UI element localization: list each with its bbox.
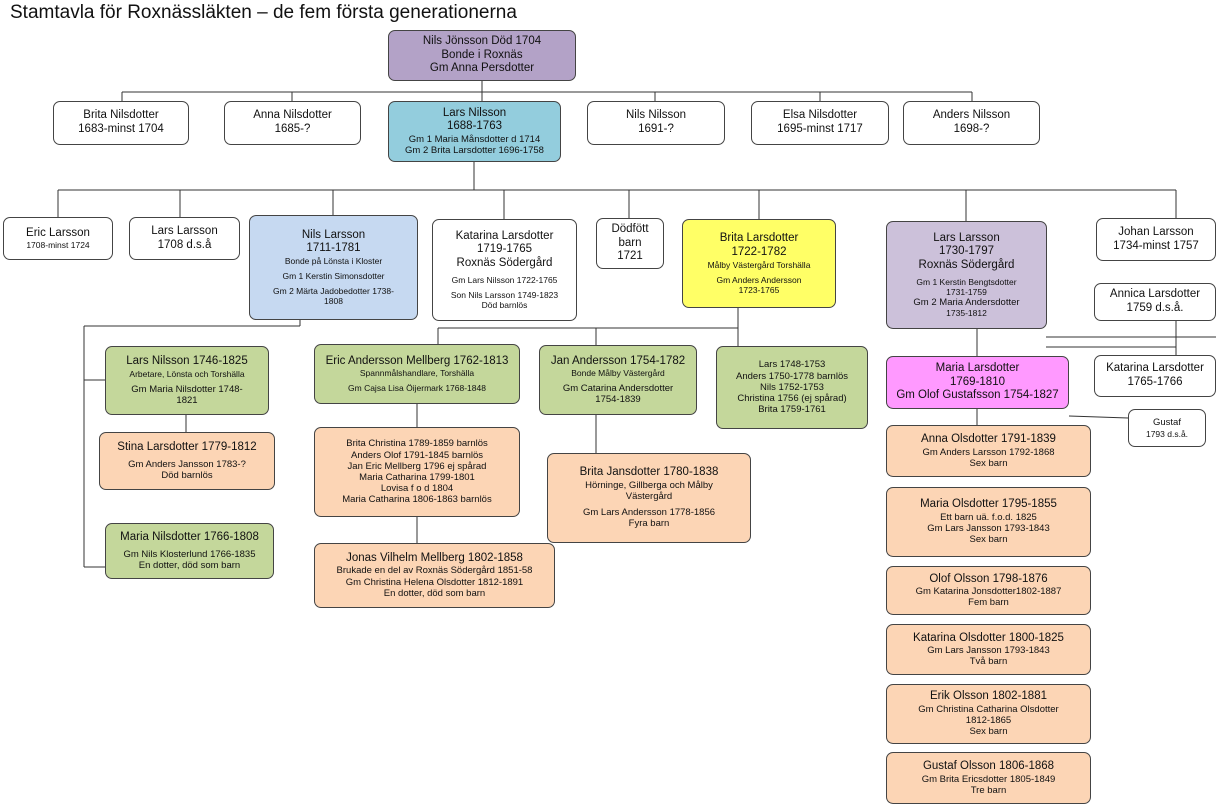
node-johan-larsson[interactable]: Johan Larsson 1734-minst 1757 [1096, 218, 1216, 261]
node-annica-larsdotter[interactable]: Annica Larsdotter 1759 d.s.å. [1094, 283, 1216, 321]
node-stina-larsdotter[interactable]: Stina Larsdotter 1779-1812 Gm Anders Jan… [99, 432, 275, 490]
node-elsa-nilsdotter[interactable]: Elsa Nilsdotter 1695-minst 1717 [751, 101, 889, 145]
node-maria-larsdotter[interactable]: Maria Larsdotter 1769-1810 Gm Olof Gusta… [886, 356, 1069, 409]
node-jonas-vilhelm-mellberg[interactable]: Jonas Vilhelm Mellberg 1802-1858 Brukade… [314, 543, 555, 608]
node-eric-andersson-mellberg[interactable]: Eric Andersson Mellberg 1762-1813 Spannm… [314, 344, 520, 404]
node-anna-olsdotter[interactable]: Anna Olsdotter 1791-1839 Gm Anders Larss… [886, 425, 1091, 477]
node-katarina-larsdotter-1719[interactable]: Katarina Larsdotter 1719-1765 Roxnäs Söd… [432, 219, 577, 321]
node-erik-olsson[interactable]: Erik Olsson 1802-1881 Gm Christina Catha… [886, 684, 1091, 744]
node-gustaf[interactable]: Gustaf 1793 d.s.å. [1128, 409, 1206, 447]
node-brita-larsdotter[interactable]: Brita Larsdotter 1722-1782 Målby Västerg… [682, 219, 836, 308]
node-olof-olsson[interactable]: Olof Olsson 1798-1876 Gm Katarina Jonsdo… [886, 566, 1091, 615]
node-lars-larsson-1708[interactable]: Lars Larsson 1708 d.s.å [129, 217, 240, 260]
node-nils-jonsson[interactable]: Nils Jönsson Död 1704 Bonde i Roxnäs Gm … [388, 30, 576, 81]
node-dodfott-barn[interactable]: Dödfött barn 1721 [596, 218, 664, 269]
node-eric-larsson[interactable]: Eric Larsson 1708-minst 1724 [3, 217, 113, 260]
node-brita-jansdotter[interactable]: Brita Jansdotter 1780-1838 Hörninge, Gil… [547, 453, 751, 543]
node-lars-larsson-1730[interactable]: Lars Larsson 1730-1797 Roxnäs Södergård … [886, 221, 1047, 329]
node-anna-nilsdotter[interactable]: Anna Nilsdotter 1685-? [224, 101, 361, 145]
node-brita-nilsdotter[interactable]: Brita Nilsdotter 1683-minst 1704 [53, 101, 189, 145]
node-gustaf-olsson[interactable]: Gustaf Olsson 1806-1868 Gm Brita Ericsdo… [886, 752, 1091, 804]
page-title: Stamtavla för Roxnässläkten – de fem för… [10, 2, 517, 23]
node-maria-olsdotter[interactable]: Maria Olsdotter 1795-1855 Ett barn uä. f… [886, 487, 1091, 557]
node-anders-nilsson[interactable]: Anders Nilsson 1698-? [903, 101, 1040, 145]
node-mellberg-children[interactable]: Brita Christina 1789-1859 barnlös Anders… [314, 427, 520, 517]
node-maria-nilsdotter[interactable]: Maria Nilsdotter 1766-1808 Gm Nils Klost… [105, 523, 274, 579]
node-lars-nilsson-1746[interactable]: Lars Nilsson 1746-1825 Arbetare, Lönsta … [105, 346, 269, 415]
node-jan-andersson[interactable]: Jan Andersson 1754-1782 Bonde Målby Väst… [539, 345, 697, 415]
node-katarina-larsdotter-1765[interactable]: Katarina Larsdotter 1765-1766 [1094, 355, 1216, 397]
node-lars-nilsson[interactable]: Lars Nilsson 1688-1763 Gm 1 Maria Månsdo… [388, 101, 561, 162]
node-nils-larsson[interactable]: Nils Larsson 1711-1781 Bonde på Lönsta i… [249, 215, 418, 320]
node-nils-nilsson[interactable]: Nils Nilsson 1691-? [587, 101, 725, 145]
node-katarina-olsdotter[interactable]: Katarina Olsdotter 1800-1825 Gm Lars Jan… [886, 624, 1091, 675]
node-lars-1748-siblings[interactable]: Lars 1748-1753 Anders 1750-1778 barnlös … [716, 346, 868, 429]
